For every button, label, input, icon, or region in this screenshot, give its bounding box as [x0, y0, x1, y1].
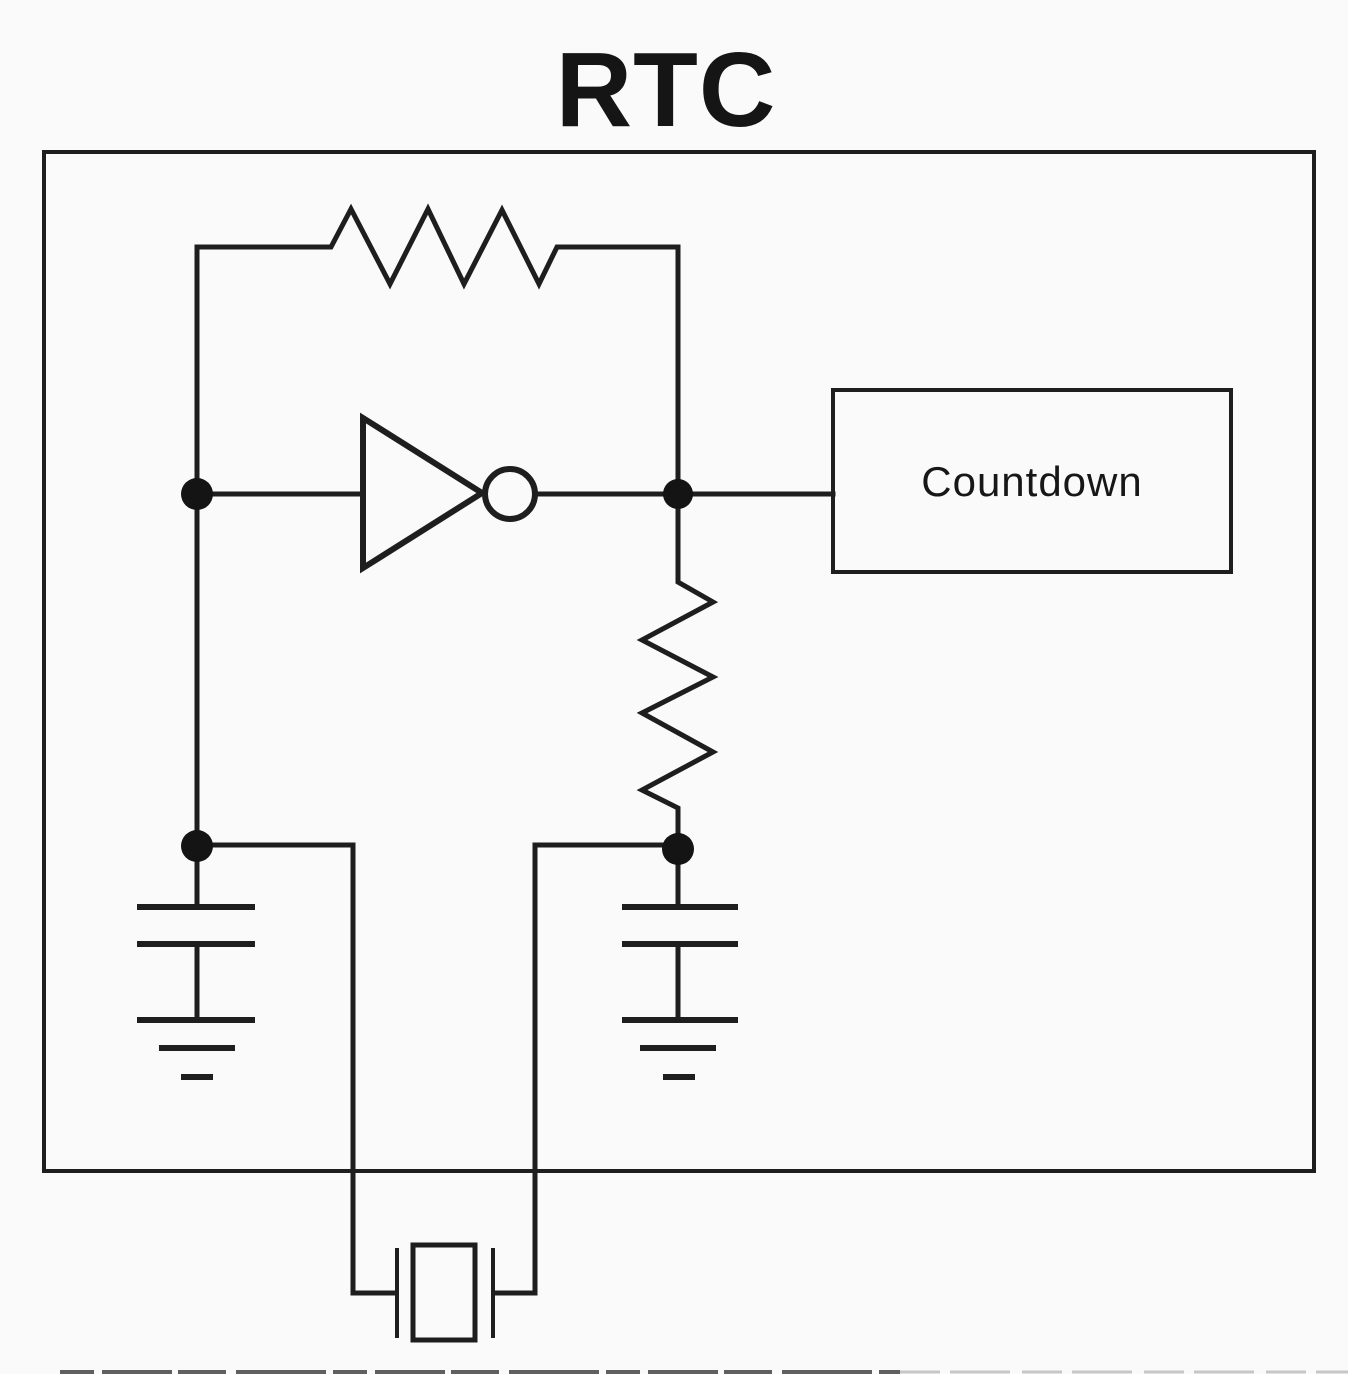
inverter-triangle [360, 412, 488, 574]
ground-symbol-right [622, 1017, 738, 1080]
countdown-block: Countdown [831, 388, 1233, 574]
feedback-resistor [197, 203, 678, 290]
wire-crystal-right [532, 842, 681, 1296]
ground-symbol-left [137, 1017, 255, 1080]
wire-crystal-left [194, 842, 356, 1296]
crystal-body [410, 1242, 478, 1343]
countdown-label: Countdown [921, 458, 1142, 505]
junction-dot [663, 479, 693, 509]
junction-dot [181, 478, 213, 510]
inverter [360, 412, 538, 574]
junction-dot [181, 830, 213, 862]
inverter-bubble [482, 466, 538, 522]
countdown-box [831, 388, 1233, 574]
junction-dots [181, 478, 694, 865]
load-capacitor-right [622, 904, 738, 1020]
wires [194, 244, 836, 1296]
junction-dot [662, 833, 694, 865]
crystal-oscillator [353, 1242, 535, 1343]
load-capacitor-left [137, 904, 255, 1020]
diagram-title: RTC [556, 31, 777, 149]
series-resistor [636, 494, 719, 845]
rtc-boundary-box [42, 150, 1316, 1173]
